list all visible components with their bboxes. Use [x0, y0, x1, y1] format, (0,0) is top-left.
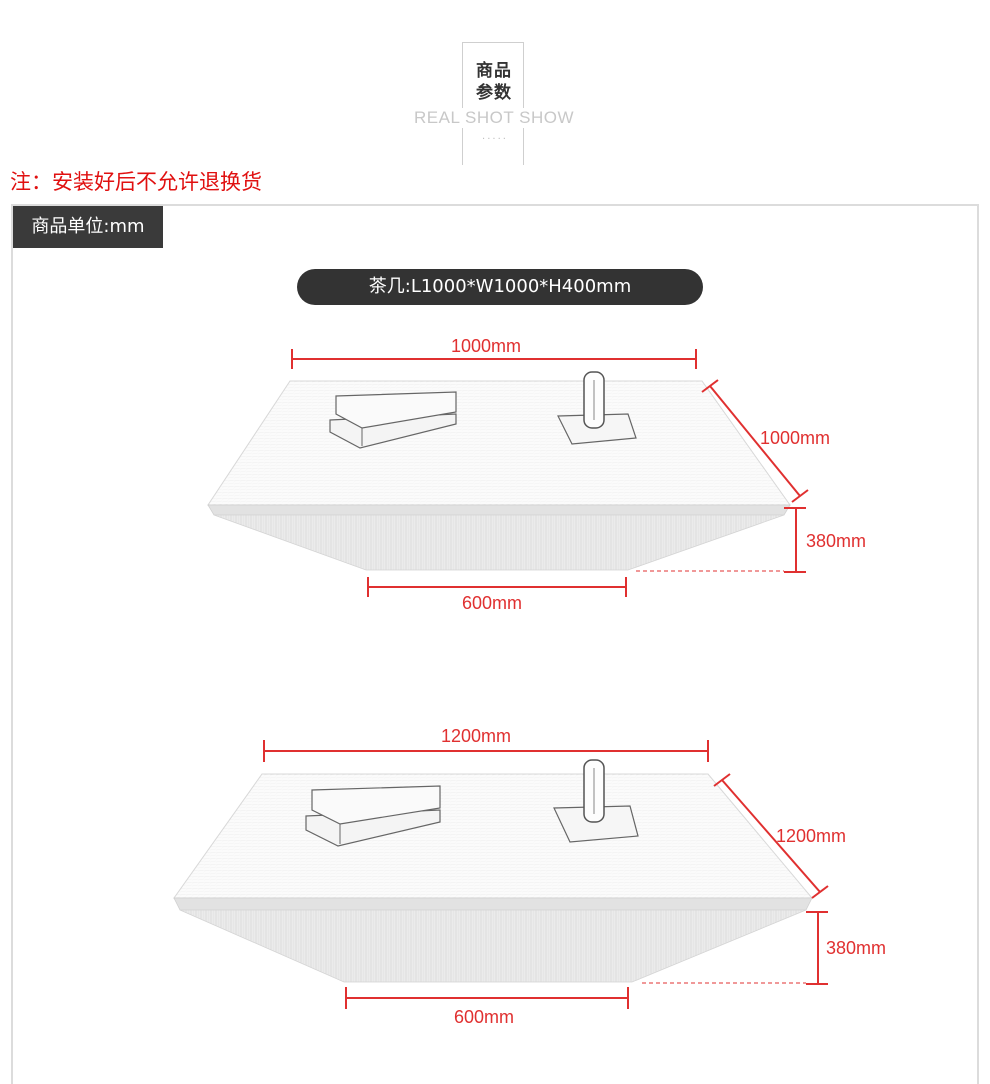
- table-edge-1: [207, 504, 791, 516]
- coffee-table-drawing-2: 1200mm 1200mm 380mm 600mm: [173, 726, 886, 1027]
- height-label-2: 380mm: [826, 938, 886, 958]
- base-label-2: 600mm: [454, 1007, 514, 1027]
- vase-prop-2: [553, 759, 639, 843]
- width-label-1: 1000mm: [760, 428, 830, 448]
- table-base-2: [179, 909, 807, 983]
- table-base-1: [213, 514, 785, 571]
- header-frame: [462, 42, 524, 165]
- unit-label: 商品单位:mm: [13, 206, 163, 248]
- length-label-1: 1000mm: [451, 336, 521, 356]
- product-spec-pill: 茶几:L1000*W1000*H400mm: [297, 269, 703, 305]
- coffee-table-drawing-1: 1000mm 1000mm 380mm 600mm: [207, 336, 866, 613]
- table-top-2: [173, 773, 814, 899]
- base-label-1: 600mm: [462, 593, 522, 613]
- section-subtitle: REAL SHOT SHOW: [388, 108, 600, 128]
- height-label-1: 380mm: [806, 531, 866, 551]
- books-prop-1: [329, 391, 457, 449]
- vase-prop-1: [557, 371, 637, 445]
- table-top-1: [207, 380, 791, 506]
- section-title-line1: 商品: [476, 61, 512, 81]
- installation-note: 注：安装好后不允许退换货: [10, 170, 262, 194]
- section-title-line2: 参数: [476, 83, 512, 103]
- length-label-2: 1200mm: [441, 726, 511, 746]
- section-title: 商品 参数: [442, 60, 546, 104]
- books-prop-2: [305, 785, 441, 847]
- spec-panel: [11, 204, 979, 1084]
- section-dots: ·····: [482, 134, 508, 145]
- width-label-2: 1200mm: [776, 826, 846, 846]
- table-edge-2: [173, 897, 813, 911]
